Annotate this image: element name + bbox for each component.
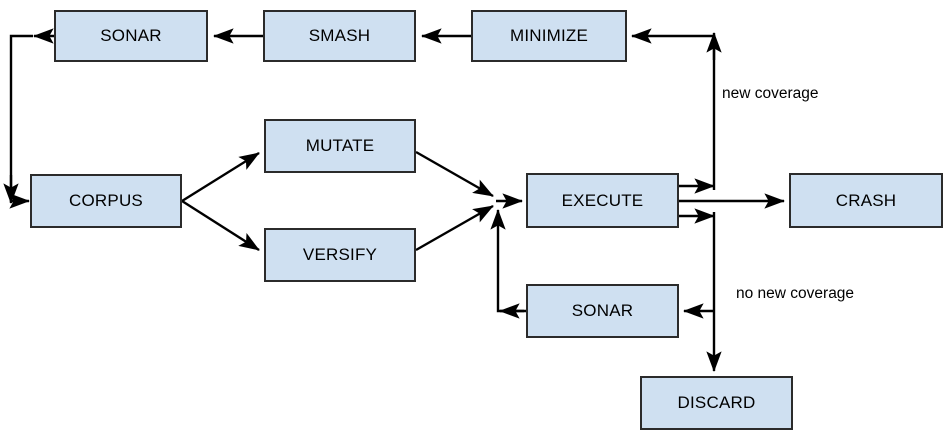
node-minimize[interactable]: MINIMIZE (471, 10, 627, 62)
edge-execute-to-minimize-riser (631, 28, 716, 190)
node-label: CRASH (835, 190, 897, 210)
edge-label-new-coverage: new coverage (722, 85, 819, 102)
node-label: CORPUS (69, 191, 143, 210)
node-label: SMASH (308, 26, 371, 45)
node-sonar-bottom[interactable]: SONAR (526, 284, 679, 338)
node-discard[interactable]: DISCARD (640, 376, 793, 430)
node-execute[interactable]: EXECUTE (526, 173, 679, 228)
edge-corpus-to-mutate (181, 151, 260, 203)
edge-label-no-new-coverage: no new coverage (736, 285, 855, 302)
node-label: DISCARD (677, 393, 756, 412)
node-label: SONAR (571, 301, 634, 320)
node-label: SONAR (100, 26, 162, 45)
node-label: MUTATE (305, 136, 375, 155)
node-versify[interactable]: VERSIFY (264, 228, 416, 282)
node-smash[interactable]: SMASH (263, 10, 416, 62)
edge-sonar-bot-to-execute (490, 209, 526, 313)
node-crash[interactable]: CRASH (789, 173, 943, 228)
edge-mutate-to-execute (415, 150, 494, 198)
node-mutate[interactable]: MUTATE (264, 119, 416, 173)
edge-corpus-to-versify (181, 199, 260, 252)
node-corpus[interactable]: CORPUS (30, 174, 182, 228)
node-label: MINIMIZE (509, 26, 589, 45)
node-label: VERSIFY (302, 245, 378, 264)
node-label: EXECUTE (561, 190, 644, 210)
edge-left-rail (9, 34, 33, 209)
node-sonar-top[interactable]: SONAR (54, 10, 208, 62)
edge-versify-to-execute (415, 204, 494, 252)
